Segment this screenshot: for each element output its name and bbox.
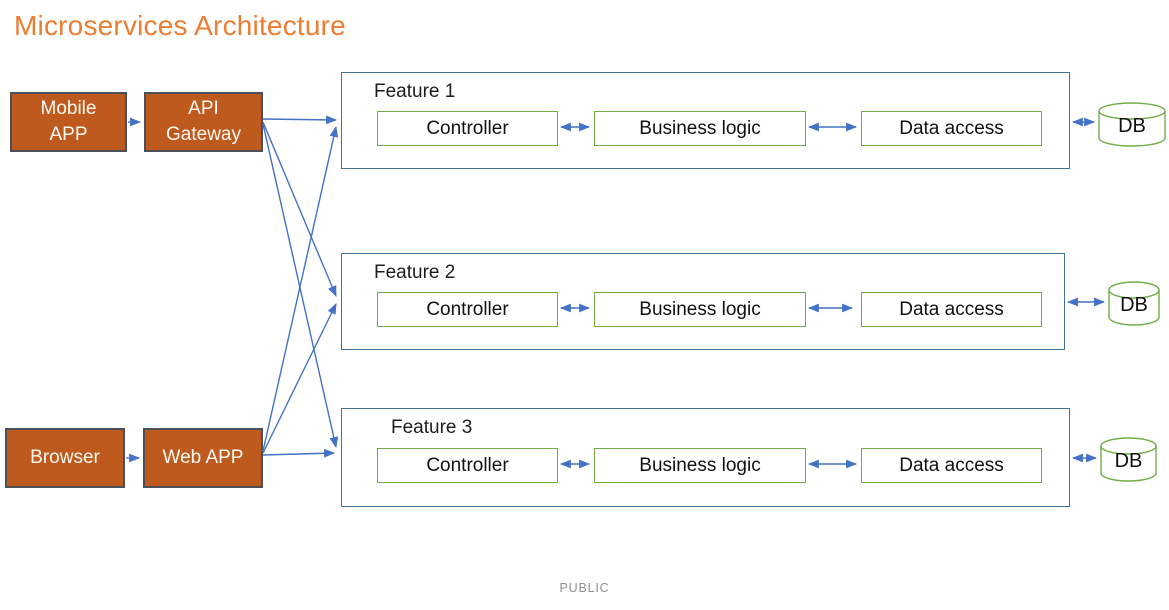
connector-webapp-to-feature-1 — [262, 125, 339, 452]
node-web-app-label: Web APP — [162, 447, 244, 469]
feature-2-controller-box: Controller — [377, 292, 558, 327]
database-1-label: DB — [1118, 115, 1146, 137]
connector-gateway-to-feature-3 — [262, 123, 339, 449]
connector-gateway-to-feature-2 — [262, 121, 337, 298]
feature-2-business-logic-box: Business logic — [594, 292, 806, 327]
feature-3-controller-box: Controller — [377, 448, 558, 483]
connector-gateway-to-feature-1 — [262, 115, 338, 125]
feature-1-title: Feature 1 — [374, 81, 456, 102]
feature-1-business-logic-box: Business logic — [594, 111, 806, 146]
database-cylinder-icon — [1098, 102, 1166, 147]
feature-1-controller-box: Controller — [377, 111, 558, 146]
feature-3-data-access-box: Data access — [861, 448, 1042, 483]
node-browser: Browser — [5, 428, 125, 488]
feature-3-container: Feature 3 Controller Business logic Data… — [341, 408, 1070, 507]
node-browser-label: Browser — [30, 447, 100, 469]
database-2-cylinder: DB — [1108, 281, 1160, 327]
database-1-cylinder: DB — [1098, 102, 1166, 148]
database-3-label: DB — [1114, 450, 1143, 472]
page-title: Microservices Architecture — [14, 10, 346, 41]
feature-3-title: Feature 3 — [391, 417, 473, 438]
feature-2-container: Feature 2 Controller Business logic Data… — [341, 253, 1065, 350]
feature-1-container: Feature 1 Controller Business logic Data… — [341, 72, 1070, 169]
connector-webapp-to-feature-3 — [262, 448, 336, 458]
node-api-gateway-label: API Gateway — [166, 98, 241, 145]
database-3-cylinder: DB — [1100, 437, 1157, 483]
feature-2-title: Feature 2 — [374, 262, 456, 283]
node-web-app: Web APP — [143, 428, 263, 488]
feature-2-data-access-box: Data access — [861, 292, 1042, 327]
node-mobile-app: Mobile APP — [10, 92, 127, 152]
feature-1-data-access-box: Data access — [861, 111, 1042, 146]
database-cylinder-icon — [1108, 281, 1160, 326]
database-2-label: DB — [1120, 294, 1148, 316]
connector-webapp-to-feature-2 — [262, 303, 337, 454]
footer-classification-label: PUBLIC — [559, 581, 610, 595]
node-mobile-app-label: Mobile APP — [40, 98, 97, 145]
node-api-gateway: API Gateway — [144, 92, 263, 152]
database-cylinder-icon — [1100, 437, 1157, 482]
feature-3-business-logic-box: Business logic — [594, 448, 806, 483]
